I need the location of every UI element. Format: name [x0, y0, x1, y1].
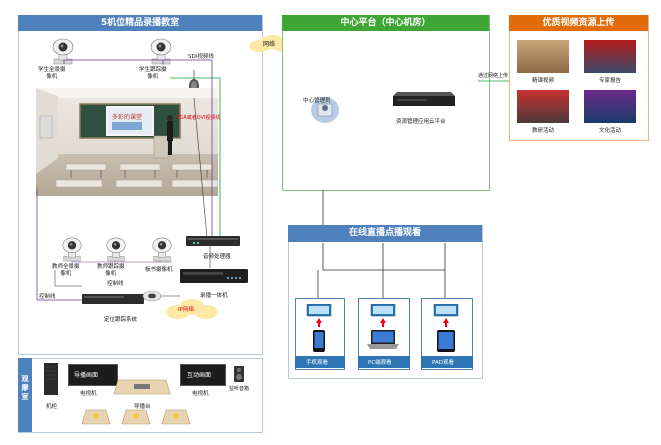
upload-thumb-2	[584, 40, 636, 73]
control-line-2-label: 控制线	[39, 294, 56, 300]
mobile-screen-icon	[304, 303, 334, 356]
center-title: 中心平台（中心机房）	[282, 15, 489, 31]
student-pano-camera-icon	[50, 37, 76, 65]
pad-label: PAD观看	[432, 360, 454, 366]
upload-item-1: 精课视频	[532, 78, 555, 84]
upload-thumb-1	[517, 40, 569, 73]
upload-item-2: 专家报告	[599, 78, 622, 84]
upload-item-4: 文化活动	[599, 128, 622, 134]
pad-screen-icon	[430, 303, 462, 356]
positioning-system-label: 定位跟踪系统	[104, 317, 138, 323]
observe-desks	[81, 406, 192, 430]
cloud-platform-server-icon	[393, 90, 455, 108]
pad-label-bar	[421, 356, 473, 368]
upload-item-3: 教研活动	[532, 128, 555, 134]
interactive-screen-tv	[180, 364, 226, 386]
classroom-connection-lines	[36, 59, 221, 301]
tv1-label: 电视机	[80, 391, 97, 397]
student-track-camera-icon	[148, 37, 174, 65]
network-cloud-label: 网络	[263, 41, 276, 48]
pc-label: PC端观看	[368, 360, 392, 366]
teacher-track-camera-icon	[104, 236, 128, 262]
guide-console-desk	[112, 378, 172, 402]
monitor-speaker-label: 监听音箱	[229, 386, 250, 392]
cloud-platform-label: 资源管理应用云平台	[396, 119, 446, 125]
positioning-system-icon	[82, 286, 162, 308]
teacher-track-camera-label: 教师跟踪摄 像机	[97, 264, 125, 277]
admin-label: 中心管理员	[303, 98, 331, 104]
sdi-line	[63, 59, 164, 64]
control-line-1-label: 控制线	[107, 281, 124, 287]
vga-line-label: VGA或者DVI视频线	[176, 115, 221, 121]
teacher-pano-camera-icon	[60, 236, 84, 262]
observe-title-bar	[18, 358, 32, 432]
control-line-mid	[54, 270, 82, 287]
sdi-line-label: SDI视频线	[188, 54, 214, 60]
classroom-photo: 多彩的课堂	[36, 88, 218, 196]
cabinet-icon	[44, 363, 58, 395]
vga-line	[170, 77, 221, 237]
observe-title: 观 摩 室	[21, 375, 29, 401]
guide-console-label: 导播台	[134, 404, 151, 410]
cabinet-label: 机柜	[46, 404, 58, 410]
board-camera-label: 板书摄像机	[145, 267, 173, 273]
recorder-icon	[180, 268, 248, 284]
upload-line-label: 通过网络上传	[478, 73, 509, 79]
audio-processor-icon	[186, 234, 240, 248]
control-line-left	[36, 188, 82, 301]
guide-screen-tv	[68, 364, 118, 386]
sdi-line-main	[163, 59, 213, 237]
recorder-label: 录播一体机	[200, 293, 228, 299]
live-title: 在线直播点播观看	[288, 225, 482, 242]
tv2-label: 电视机	[192, 391, 209, 397]
admin-icon	[308, 94, 342, 126]
mobile-label: 手机观看	[306, 360, 329, 366]
upload-title: 优质视频资源上传	[509, 15, 648, 31]
svg-text:多彩的课堂: 多彩的课堂	[112, 113, 142, 121]
mic-line	[193, 97, 208, 238]
classroom-title: 5机位精品录播教室	[18, 15, 262, 31]
mobile-label-bar	[295, 356, 345, 368]
student-pano-camera-label: 学生全景摄 像机	[38, 67, 66, 80]
audio-processor-label: 音频处理器	[203, 254, 231, 260]
teacher-pano-camera-label: 教师全景摄 像机	[52, 264, 80, 277]
interactive-screen-label: 互动画面	[187, 372, 212, 379]
upload-thumb-3	[517, 90, 569, 123]
monitor-speaker-icon	[234, 366, 244, 382]
ip-network-label: IP网络	[178, 307, 194, 313]
upload-thumb-4	[584, 90, 636, 123]
pc-label-bar	[358, 356, 410, 368]
board-camera-icon	[150, 236, 174, 262]
guide-screen-label: 导播画面	[74, 372, 99, 379]
ip-network-cloud-icon	[162, 298, 220, 322]
pc-screen-icon	[367, 303, 399, 356]
student-track-camera-label: 学生跟踪摄 像机	[139, 67, 167, 80]
